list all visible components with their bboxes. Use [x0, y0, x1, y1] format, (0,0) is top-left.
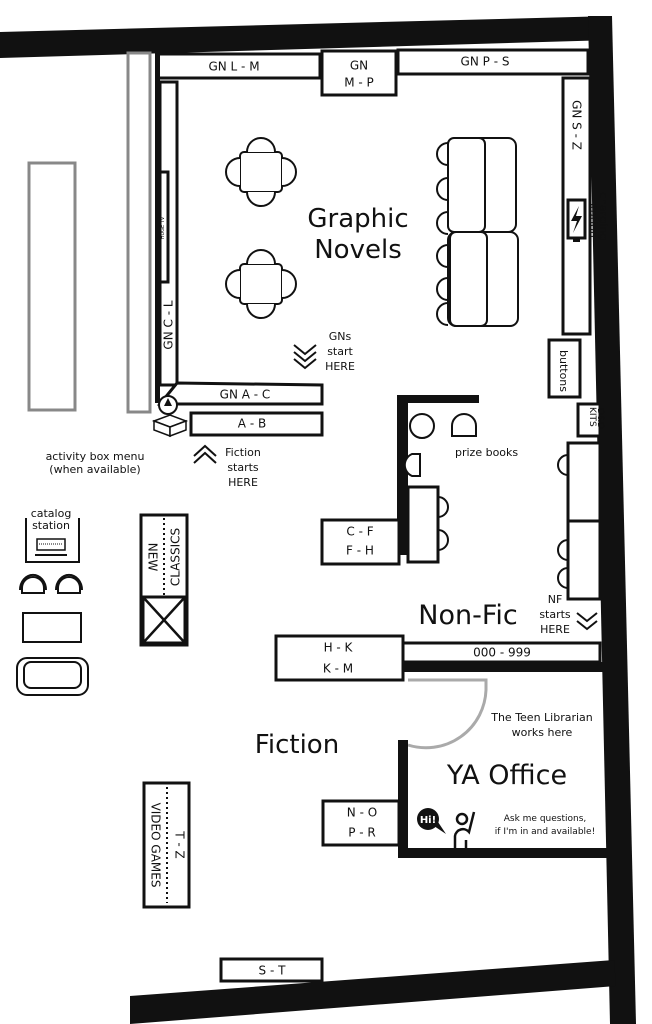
catalog-station[interactable] [25, 518, 80, 563]
activity-box-menu-label-1: activity box menu [46, 450, 145, 463]
couch-cushion [23, 661, 82, 689]
shelf-s-t [219, 957, 324, 983]
nf-starts-here-3: HERE [540, 623, 570, 636]
table-with-chairs [225, 249, 297, 319]
catalog-station-label-2: station [32, 519, 70, 532]
gns-start-here-1: GNs [329, 330, 352, 343]
wall-segment [397, 395, 479, 403]
shelf-gn-p-s [396, 48, 590, 76]
shelf-gn-m-p-label-2: M - P [344, 76, 374, 90]
wall-segment [403, 662, 606, 672]
shelf-h-k-k-m [274, 634, 405, 682]
dnd-kits-label-2: D&D [595, 408, 605, 429]
fiction-starts-here-3: HERE [228, 476, 258, 489]
fiction-starts-here-2: starts [227, 461, 259, 474]
shelf-t-z-label: T - Z [173, 830, 187, 859]
chairs [437, 496, 449, 551]
activity-box-menu-label-2: (when available) [49, 463, 140, 476]
huge-tv [158, 170, 170, 284]
chairs [557, 454, 569, 589]
shelf-000-999-label: 000 - 999 [473, 646, 531, 660]
teen-librarian-label-2: works here [512, 726, 573, 739]
shelf-gn-c-l-label: GN C - L [162, 300, 176, 349]
area-graphic-novels-title-2: Novels [314, 235, 402, 265]
prize-books-display [409, 413, 435, 439]
shelf-gn-a-c-label: GN A - C [220, 388, 271, 402]
shelf-a-b-label: A - B [238, 417, 266, 431]
shelf-video-games-label: VIDEO GAMES [149, 803, 163, 888]
keyboard-icon [35, 538, 67, 556]
speech-bubble-icon: Hi! [417, 808, 446, 834]
shelf-n-o-p-r [321, 799, 401, 847]
shelf-buttons-label: buttons [557, 350, 570, 392]
wall-segment [398, 740, 408, 858]
chevron-down-icon [293, 344, 317, 370]
chevron-down-icon [576, 612, 598, 631]
chevron-up-icon [193, 444, 217, 464]
gn-divider-line [155, 53, 160, 403]
gns-start-here-2: start [327, 345, 353, 358]
top-wall [0, 16, 612, 58]
shelf-gn-m-p [320, 49, 398, 97]
shelf-dnd-kits [576, 402, 602, 438]
faded-shelf-left [27, 161, 77, 412]
shelf-c-f-label: C - F [346, 525, 373, 539]
shelf-c-f-f-h [320, 518, 401, 566]
ask-me-label-2: if I'm in and available! [495, 827, 595, 837]
ya-office-door[interactable] [407, 678, 488, 750]
catalog-station-label-1: catalog [31, 507, 72, 520]
prize-books-label: prize books [455, 446, 518, 459]
person-waving-icon [453, 811, 476, 848]
couch-seating [436, 137, 519, 327]
huge-tv-label: HUGE TV [160, 216, 166, 239]
chairs [19, 573, 83, 594]
shelf-h-k-label: H - K [324, 641, 354, 655]
wall-segment [398, 848, 608, 858]
low-table [22, 612, 82, 643]
study-table [406, 485, 440, 564]
globe-icon [158, 395, 178, 415]
activity-box-icon [151, 414, 189, 438]
bottom-wall [130, 960, 616, 1024]
area-non-fic-title: Non-Fic [418, 600, 517, 631]
study-table [566, 519, 602, 601]
shelf-k-m-label: K - M [323, 662, 353, 676]
shelf-gn-m-p-label-1: GN [350, 59, 368, 73]
chairs [403, 413, 477, 477]
shelf-s-t-label: S - T [259, 964, 287, 978]
shelf-classics-label: CLASSICS [169, 528, 183, 586]
shelf-buttons [547, 338, 582, 399]
ask-me-label-1: Ask me questions, [504, 814, 587, 824]
shelf-gn-s-z-label: GN S - Z [570, 100, 584, 150]
right-wall [588, 16, 636, 1024]
area-fiction-title: Fiction [255, 730, 339, 760]
shelf-gn-l-m-label: GN L - M [208, 60, 259, 74]
charging-battery-icon [566, 198, 587, 242]
dnd-kits-label-1: KITS [587, 407, 597, 427]
charging-station-label-2: station [587, 200, 600, 238]
nf-starts-here-2: starts [539, 608, 571, 621]
area-ya-office-title: YA Office [446, 760, 567, 791]
shelf-new-label: NEW [146, 543, 160, 572]
faded-shelf-column [126, 51, 152, 414]
study-table [566, 441, 602, 523]
teen-librarian-label-1: The Teen Librarian [490, 711, 593, 724]
table-with-chairs [225, 137, 297, 207]
shelf-gn-p-s-label: GN P - S [461, 55, 510, 69]
hi-bubble-text: Hi! [420, 815, 436, 826]
charging-station-label-1: charging [597, 192, 610, 240]
shelf-p-r-label: P - R [348, 826, 376, 840]
shelf-f-h-label: F - H [346, 544, 374, 558]
shelf-n-o-label: N - O [347, 806, 377, 820]
fiction-starts-here-1: Fiction [225, 446, 261, 459]
shelf-a-b [189, 411, 324, 437]
wall-segment [397, 395, 408, 555]
area-graphic-novels-title-1: Graphic [307, 204, 408, 234]
gns-start-here-3: HERE [325, 360, 355, 373]
nf-starts-here-1: NF [548, 593, 563, 606]
